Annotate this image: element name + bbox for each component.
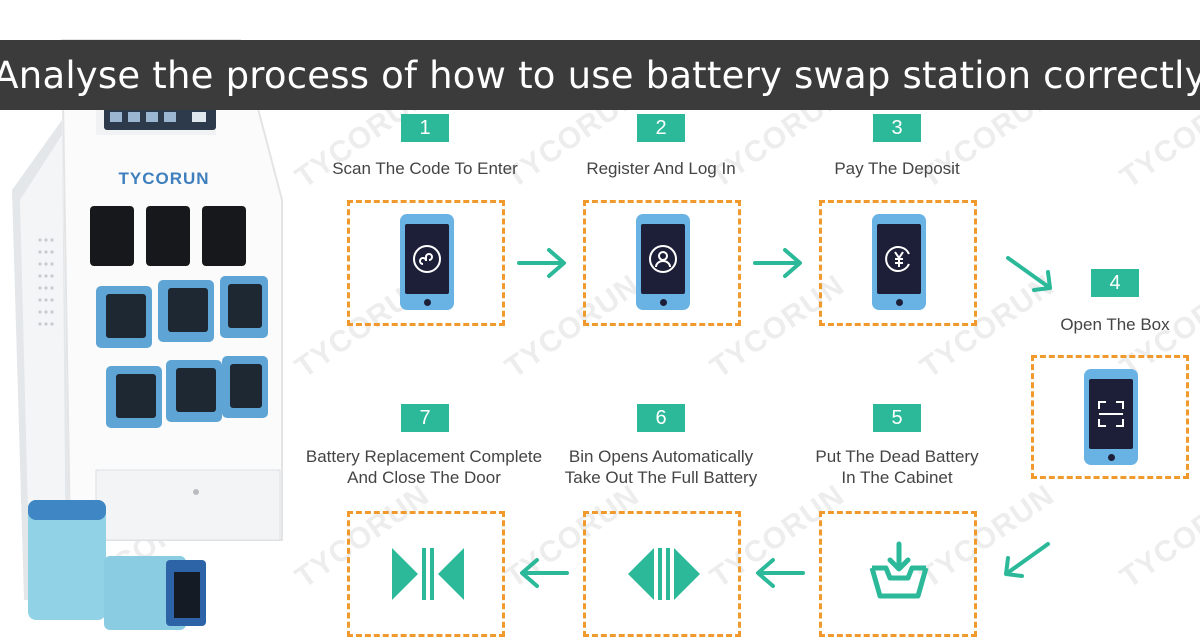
step-7-label: Battery Replacement Complete And Close T… xyxy=(296,446,552,488)
step-6-box xyxy=(583,511,741,637)
step-1-box xyxy=(347,200,505,326)
brand-logo: TYCORUN xyxy=(118,169,209,188)
scan-frame-phone-icon xyxy=(1084,369,1138,465)
step-4-label: Open The Box xyxy=(1015,314,1200,335)
step-2-number: 2 xyxy=(637,114,685,142)
doors-open-icon xyxy=(628,548,700,600)
step-4-box xyxy=(1031,355,1189,479)
step-7-box xyxy=(347,511,505,637)
step-4-label-line: Open The Box xyxy=(1060,315,1170,334)
arrow-down-left-icon xyxy=(1004,542,1050,578)
step-5-label-line-1: Put The Dead Battery xyxy=(815,447,979,466)
step-6-label-line-1: Bin Opens Automatically xyxy=(568,447,754,466)
arrow-left-icon xyxy=(520,558,569,588)
title-banner: Analyse the process of how to use batter… xyxy=(0,40,1200,110)
step-5-label-line-2: In The Cabinet xyxy=(841,468,953,487)
step-6-number: 6 xyxy=(637,404,685,432)
step-2-label: Register And Log In xyxy=(561,158,761,179)
step-1-label-line: Scan The Code To Enter xyxy=(332,159,518,178)
page-title: Analyse the process of how to use batter… xyxy=(0,53,1200,97)
arrow-right-icon xyxy=(517,248,566,278)
user-login-phone-icon xyxy=(636,214,690,310)
step-2-label-line: Register And Log In xyxy=(586,159,736,178)
step-7-label-line-1: Battery Replacement Complete xyxy=(305,447,543,466)
step-5-number: 5 xyxy=(873,404,921,432)
step-4-number: 4 xyxy=(1091,269,1139,297)
step-5-label: Put The Dead Battery In The Cabinet xyxy=(787,446,1007,488)
step-1-label: Scan The Code To Enter xyxy=(325,158,525,179)
watermark-text: TYCORUN xyxy=(1114,478,1200,595)
arrow-left-icon xyxy=(756,558,805,588)
step-6-label: Bin Opens Automatically Take Out The Ful… xyxy=(547,446,775,488)
step-2-box xyxy=(583,200,741,326)
doors-close-icon xyxy=(392,548,464,600)
yuan-payment-phone-icon xyxy=(872,214,926,310)
tray-download-icon xyxy=(869,541,929,599)
scan-code-phone-icon xyxy=(400,214,454,310)
step-3-number: 3 xyxy=(873,114,921,142)
step-5-box xyxy=(819,511,977,637)
arrow-right-icon xyxy=(753,248,802,278)
step-7-number: 7 xyxy=(401,404,449,432)
step-1-number: 1 xyxy=(401,114,449,142)
step-3-label-line: Pay The Deposit xyxy=(834,159,960,178)
step-6-label-line-2: Take Out The Full Battery xyxy=(564,468,758,487)
arrow-down-right-icon xyxy=(1006,256,1052,292)
step-3-box xyxy=(819,200,977,326)
step-7-label-line-2: And Close The Door xyxy=(347,468,501,487)
step-3-label: Pay The Deposit xyxy=(797,158,997,179)
